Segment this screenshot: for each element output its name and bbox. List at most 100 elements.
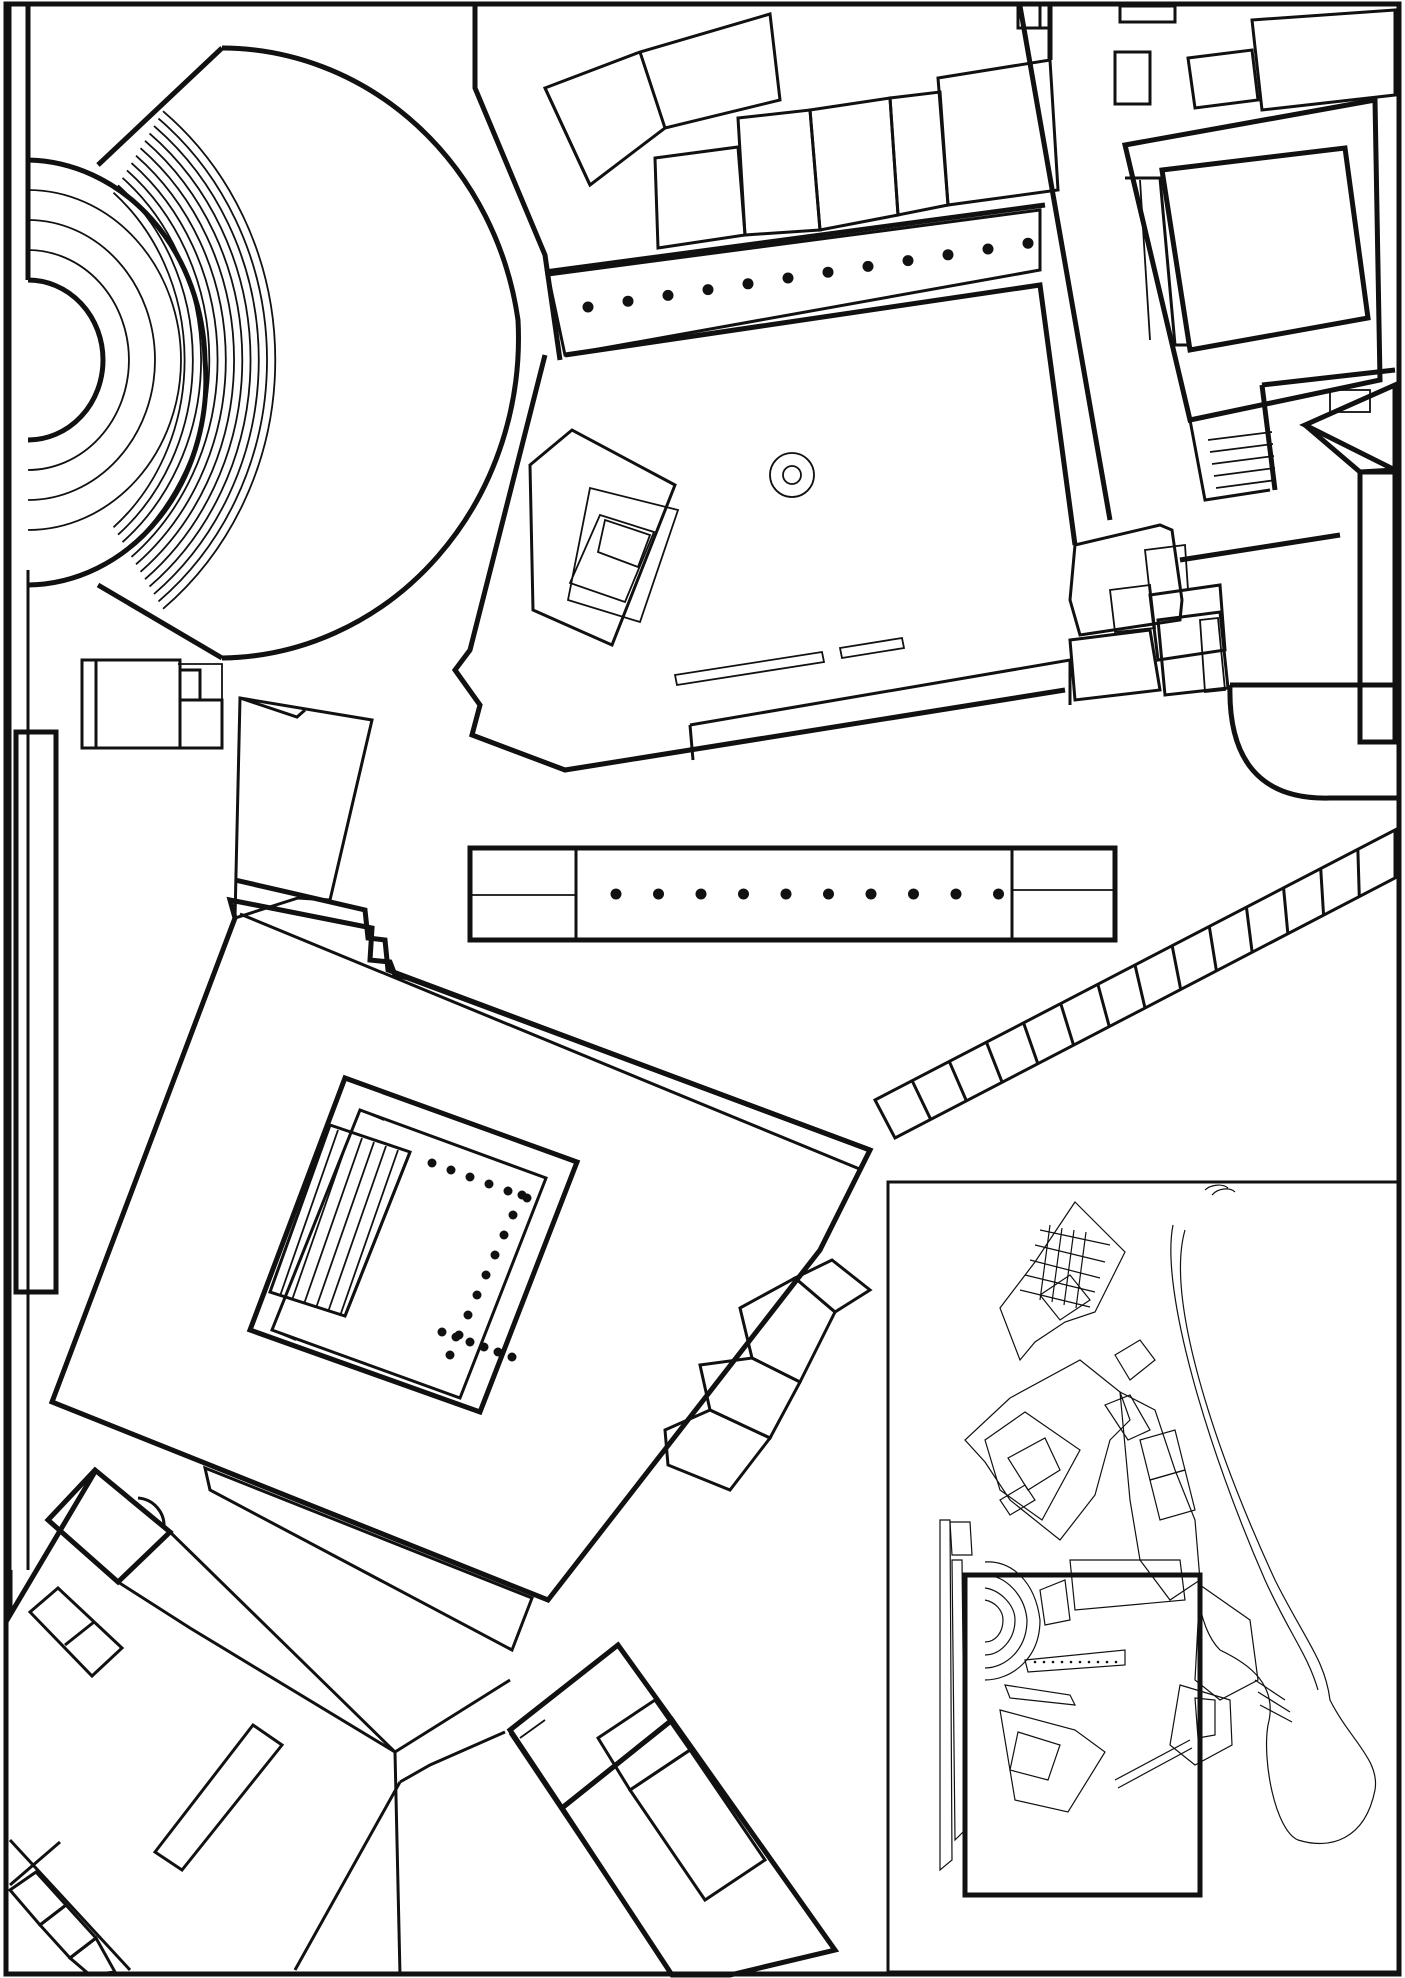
column-dot	[427, 1158, 437, 1168]
cavea-seat-row	[130, 162, 219, 558]
column-dot	[738, 888, 749, 900]
column-dot	[481, 1270, 491, 1280]
altar-circle-outer	[769, 452, 815, 498]
precinct-south-ledge	[202, 1465, 534, 1653]
column-dot	[465, 1337, 475, 1347]
column-dot	[823, 888, 834, 900]
stoa-room-divider	[1356, 849, 1361, 897]
column-dot	[610, 888, 622, 900]
altar-circle-inner	[782, 465, 802, 485]
middle-long-stoa	[467, 845, 1118, 943]
column-dot	[780, 888, 792, 900]
inset-column-dot	[1105, 1660, 1109, 1664]
inset-column-dot	[1096, 1660, 1100, 1664]
stoa-room-divider	[1133, 964, 1147, 1009]
north-rooms-block	[472, 6, 1060, 361]
column-dot	[508, 1210, 518, 1220]
column-dot	[695, 888, 707, 900]
column-dot	[993, 888, 1004, 900]
inset-ruins-detail	[984, 1224, 1196, 1681]
temple-precinct	[48, 696, 874, 1653]
cavea-seat-row	[153, 125, 260, 595]
inset-column-dot	[1087, 1660, 1091, 1664]
column-dot	[451, 1332, 461, 1342]
peristyle-courtyard	[451, 282, 1078, 773]
stoa-room-divider	[985, 1041, 1004, 1083]
column-dot	[865, 888, 877, 900]
column-dot	[503, 1186, 513, 1196]
inset-column-dot	[1069, 1660, 1073, 1664]
stoa-room-divider	[947, 1060, 968, 1102]
inset-column-dot	[1060, 1660, 1064, 1664]
column-dot	[653, 888, 664, 900]
column-dot	[493, 1347, 503, 1357]
column-dot	[622, 295, 634, 307]
small-annex-building	[80, 658, 224, 750]
cavea-seat-row	[144, 140, 244, 580]
stoa-room-divider	[1170, 945, 1183, 990]
inset-column-dot	[1051, 1660, 1055, 1664]
cavea-inner-row	[27, 189, 182, 531]
column-dot	[782, 272, 794, 284]
column-dot	[463, 1310, 473, 1320]
cavea-seat-row	[135, 154, 227, 566]
inset-column-dot	[1114, 1660, 1118, 1664]
temple-outer	[246, 1074, 581, 1416]
inset-location-map	[886, 1180, 1400, 1974]
cavea-seat-row	[112, 192, 186, 528]
cavea-seat-row	[157, 117, 268, 603]
column-dot	[465, 1172, 475, 1182]
stoa-room-divider	[1096, 983, 1111, 1027]
column-dot	[1022, 237, 1034, 249]
stoa-room-divider	[1244, 906, 1254, 953]
column-dot	[479, 1342, 489, 1352]
column-dot	[517, 1190, 527, 1200]
stoa-room-divider	[1207, 926, 1218, 972]
cavea-inner-row	[27, 219, 156, 501]
column-dot	[942, 249, 954, 261]
column-dot	[902, 255, 914, 267]
east-building-complex	[1017, 4, 1398, 801]
cavea-seat-row	[121, 177, 202, 543]
column-dot	[702, 284, 714, 296]
stoa-room-divider	[910, 1080, 933, 1121]
theatre-inner-cavea	[27, 157, 209, 588]
inset-extent-rectangle	[962, 1572, 1203, 1898]
column-dot	[445, 1350, 455, 1360]
theatre-orchestra	[27, 277, 106, 443]
column-dot	[862, 260, 874, 272]
column-dot	[908, 888, 919, 900]
stoa-room-divider	[1059, 1003, 1076, 1046]
inset-coastline	[1179, 1229, 1377, 1844]
column-dot	[582, 301, 594, 313]
inset-frame	[886, 1180, 1400, 1974]
column-dot	[662, 289, 674, 301]
inset-column-dot	[1033, 1660, 1037, 1664]
cavea-seat-row	[139, 147, 235, 573]
stoa-room-divider	[1282, 887, 1290, 934]
column-dot	[822, 266, 834, 278]
courtyard-shrine	[528, 428, 677, 648]
theatre-cavea	[27, 45, 521, 661]
column-dot	[982, 243, 994, 255]
column-dot	[950, 888, 962, 900]
stoa-room-divider	[1319, 868, 1326, 916]
cavea-seat-row	[162, 110, 277, 610]
stoa-room-divider	[1022, 1022, 1040, 1065]
south-buildings	[7, 1466, 840, 1978]
column-dot	[437, 1327, 447, 1337]
column-dot	[490, 1250, 500, 1260]
cavea-inner-row	[27, 249, 130, 471]
outer-frame	[3, 1, 1402, 1977]
diagonal-stoa	[872, 827, 1397, 1141]
column-dot	[472, 1290, 482, 1300]
column-dot	[446, 1165, 456, 1175]
column-dot	[742, 278, 754, 290]
column-dot	[507, 1352, 517, 1362]
column-dot	[484, 1179, 494, 1189]
inset-column-dot	[1042, 1660, 1046, 1664]
theatre-outer-wall	[221, 45, 521, 661]
cavea-seat-row	[148, 132, 252, 588]
